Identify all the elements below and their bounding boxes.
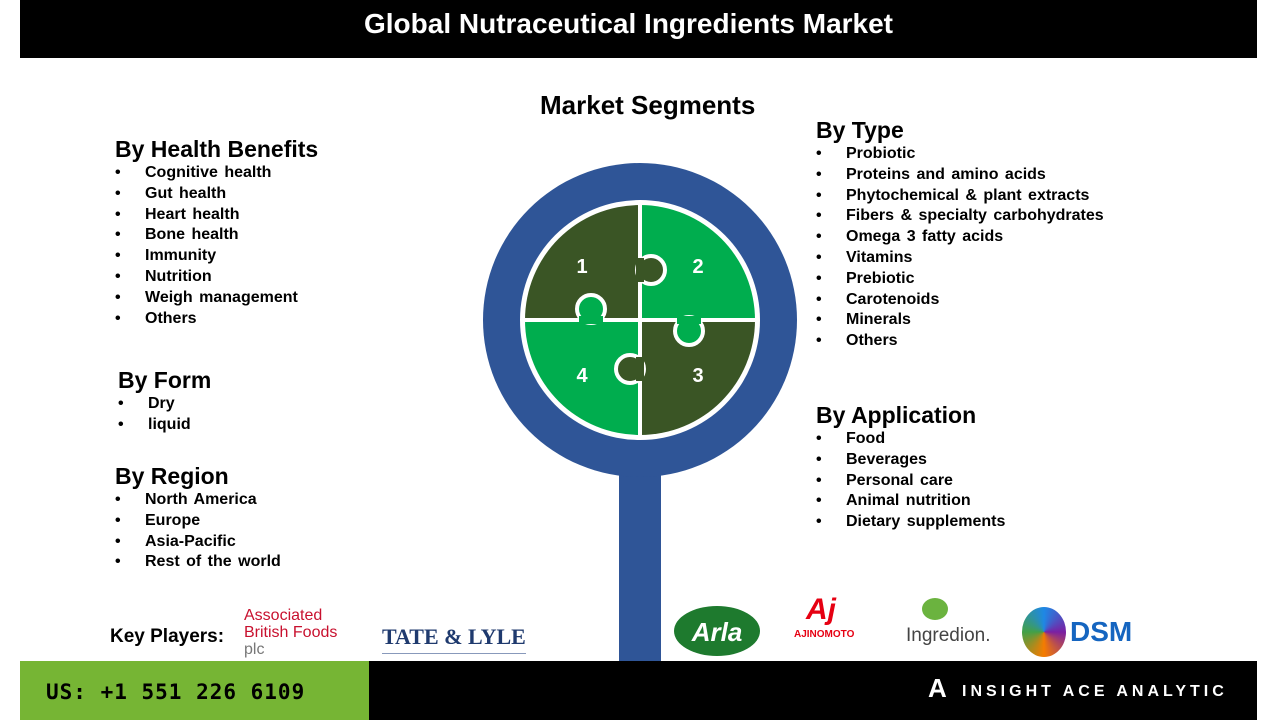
list-item: North America	[115, 490, 281, 511]
form-section: By Form Dryliquid	[118, 367, 211, 436]
list-item: Omega 3 fatty acids	[816, 227, 1104, 248]
application-list: FoodBeveragesPersonal careAnimal nutriti…	[816, 429, 1005, 533]
list-item: liquid	[118, 415, 211, 436]
list-item: Animal nutrition	[816, 491, 1005, 512]
section-heading: By Application	[816, 402, 977, 428]
brand-logo-icon: A	[928, 673, 947, 703]
list-item: Food	[816, 429, 1005, 450]
dsm-logo: DSM	[1070, 616, 1133, 647]
list-item: Immunity	[115, 246, 318, 267]
list-item: Beverages	[816, 450, 1005, 471]
list-item: Weigh management	[115, 288, 318, 309]
section-heading: By Type	[816, 117, 904, 143]
list-item: Personal care	[816, 471, 1005, 492]
list-item: Rest of the world	[115, 552, 281, 573]
list-item: Europe	[115, 511, 281, 532]
list-item: Dietary supplements	[816, 512, 1005, 533]
application-section: By Application FoodBeveragesPersonal car…	[816, 402, 1005, 533]
puzzle-label-2: 2	[692, 256, 703, 278]
type-list: ProbioticProteins and amino acidsPhytoch…	[816, 144, 1104, 352]
list-item: Others	[816, 331, 1104, 352]
title-bar: Global Nutraceutical Ingredients Market	[20, 0, 1257, 58]
ajinomoto-logo: AJINOMOTO	[794, 629, 855, 640]
puzzle-label-1: 1	[576, 256, 587, 278]
section-heading: By Health Benefits	[115, 136, 319, 162]
type-section: By Type ProbioticProteins and amino acid…	[816, 117, 1104, 352]
form-list: Dryliquid	[118, 394, 211, 436]
health-list: Cognitive healthGut healthHeart healthBo…	[115, 163, 318, 329]
abf-line: plc	[244, 641, 265, 658]
list-item: Fibers & specialty carbohydrates	[816, 206, 1104, 227]
list-item: Minerals	[816, 310, 1104, 331]
list-item: Probiotic	[816, 144, 1104, 165]
contact-bar	[20, 661, 369, 720]
region-list: North AmericaEuropeAsia-PacificRest of t…	[115, 490, 281, 573]
segments-title: Market Segments	[540, 90, 756, 120]
health-benefits-section: By Health Benefits Cognitive healthGut h…	[115, 136, 318, 329]
brand-name: INSIGHT ACE ANALYTIC	[962, 683, 1228, 700]
ingredion-logo: Ingredion.	[906, 625, 991, 646]
list-item: Proteins and amino acids	[816, 165, 1104, 186]
list-item: Dry	[118, 394, 211, 415]
list-item: Heart health	[115, 205, 318, 226]
list-item: Phytochemical & plant extracts	[816, 186, 1104, 207]
dsm-emblem-icon	[1022, 607, 1066, 657]
list-item: Vitamins	[816, 248, 1104, 269]
abf-logo: Associated British Foods plc	[244, 607, 337, 658]
list-item: Prebiotic	[816, 269, 1104, 290]
page-title: Global Nutraceutical Ingredients Market	[363, 8, 894, 39]
section-heading: By Region	[115, 463, 229, 489]
region-section: By Region North AmericaEuropeAsia-Pacifi…	[115, 463, 281, 573]
ingredion-leaf-icon	[922, 598, 948, 620]
puzzle-label-3: 3	[692, 365, 703, 387]
arla-logo: Arla	[674, 606, 760, 656]
list-item: Others	[115, 309, 318, 330]
ajinomoto-mark: Aj	[806, 593, 836, 626]
list-item: Nutrition	[115, 267, 318, 288]
phone-number: US: +1 551 226 6109	[46, 680, 306, 704]
abf-line: British Foods	[244, 624, 338, 641]
brand-bar	[369, 661, 1257, 720]
list-item: Carotenoids	[816, 290, 1104, 311]
key-players-label: Key Players:	[110, 626, 225, 647]
list-item: Cognitive health	[115, 163, 318, 184]
puzzle-label-4: 4	[576, 365, 588, 387]
tate-lyle-logo: TATE & LYLE	[382, 624, 526, 654]
list-item: Asia-Pacific	[115, 532, 281, 553]
abf-line: Associated	[244, 607, 323, 624]
magnifier-handle	[619, 460, 661, 662]
list-item: Gut health	[115, 184, 318, 205]
section-heading: By Form	[118, 367, 212, 393]
list-item: Bone health	[115, 225, 318, 246]
magnifier-lens	[520, 200, 760, 440]
